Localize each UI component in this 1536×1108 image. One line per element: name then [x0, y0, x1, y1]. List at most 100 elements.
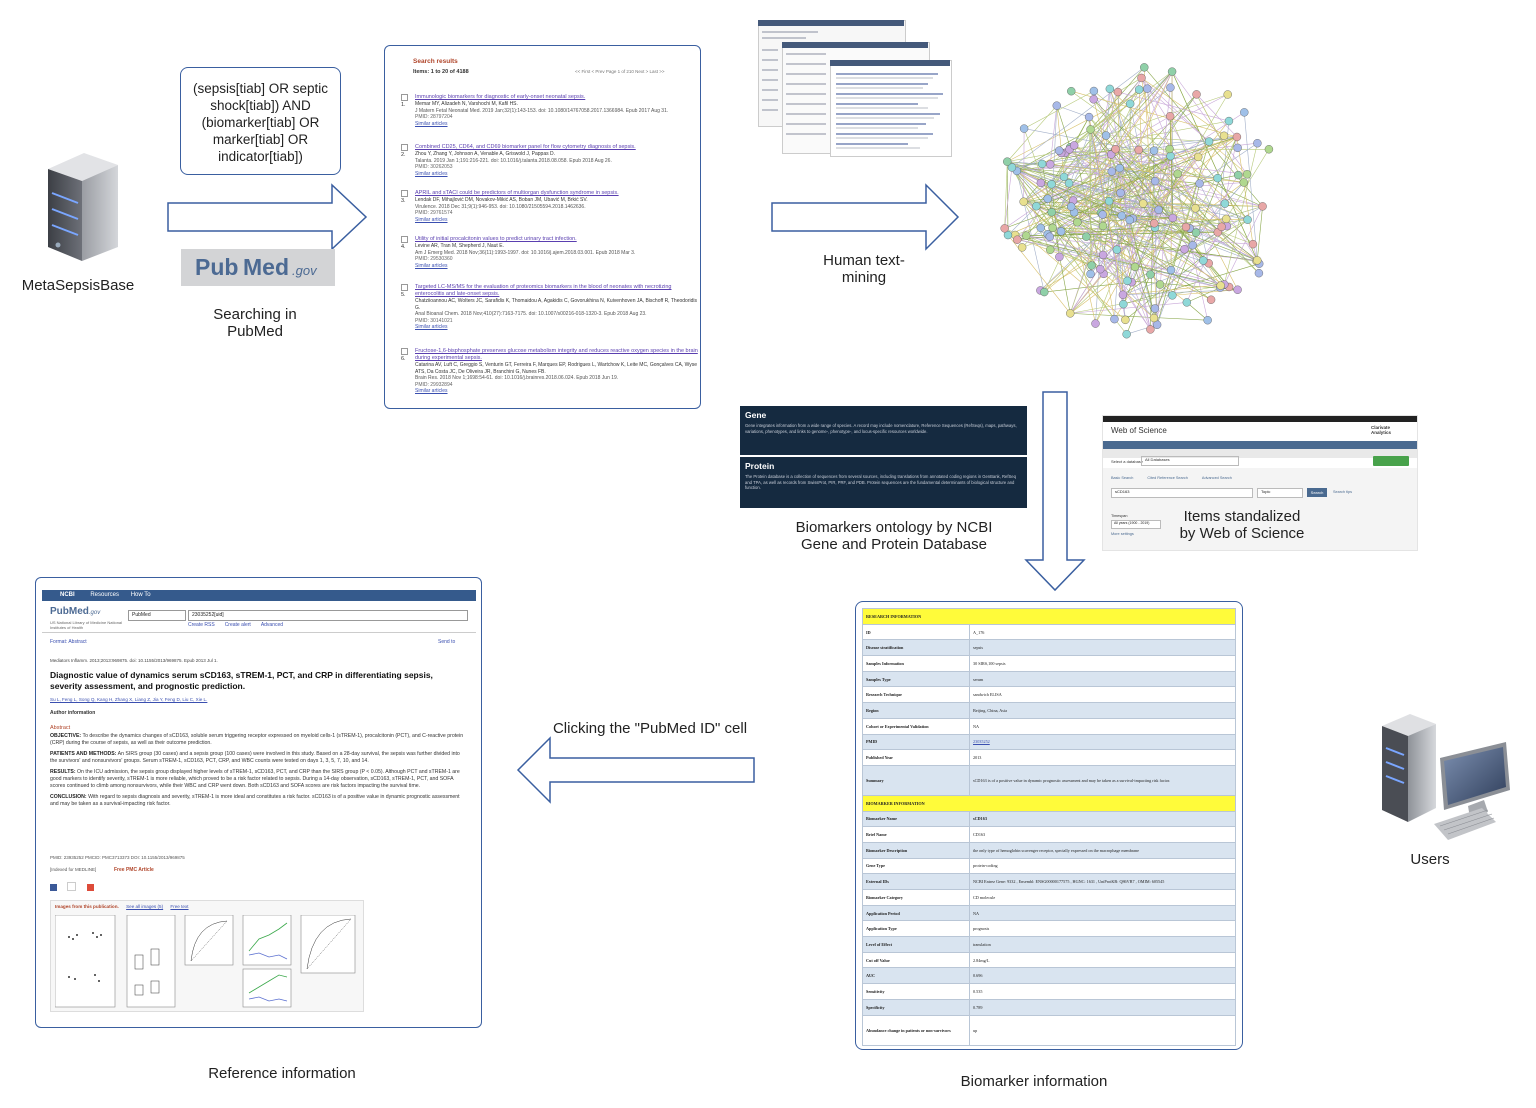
- result-item[interactable]: 3.APRIL and sTACI could be predictors of…: [415, 190, 700, 223]
- network-node: [1121, 316, 1129, 324]
- wos-timespan-label: Timespan: [1111, 514, 1128, 518]
- network-node: [1126, 100, 1134, 108]
- field-name: Biomarker Description: [863, 842, 970, 858]
- paper-stack-thumbnail: [758, 20, 954, 155]
- result-similar-link[interactable]: Similar articles: [415, 171, 700, 178]
- result-similar-link[interactable]: Similar articles: [415, 263, 700, 270]
- wos-more-settings[interactable]: More settings: [1111, 532, 1134, 536]
- result-similar-link[interactable]: Similar articles: [415, 324, 700, 331]
- wos-timespan-select[interactable]: All years (1900 - 2019): [1111, 520, 1161, 529]
- result-title[interactable]: Combined CD25, CD64, and CD69 biomarker …: [415, 144, 700, 151]
- googleplus-icon[interactable]: [87, 884, 94, 891]
- network-node: [1099, 211, 1107, 219]
- network-node: [1255, 269, 1263, 277]
- biomarker-info-panel: RESEARCH INFORMATIONIDA_176Disease strat…: [855, 601, 1243, 1050]
- result-similar-link[interactable]: Similar articles: [415, 388, 700, 395]
- field-name: External IDs: [863, 874, 970, 890]
- network-node: [1060, 173, 1068, 181]
- result-checkbox[interactable]: [401, 284, 408, 291]
- network-node: [1082, 233, 1090, 241]
- format-label[interactable]: Format: Abstract: [50, 639, 87, 645]
- pubmed-link[interactable]: Create alert: [225, 622, 251, 628]
- arrow-right-mining: [770, 183, 962, 251]
- network-node: [1253, 256, 1261, 264]
- free-pmc[interactable]: Free PMC Article: [114, 867, 154, 873]
- db-select[interactable]: PubMed: [128, 610, 186, 621]
- pubmed-link[interactable]: Advanced: [261, 622, 283, 628]
- network-edge: [1141, 78, 1209, 142]
- network-edge: [1070, 302, 1187, 313]
- result-checkbox[interactable]: [401, 190, 408, 197]
- network-node: [1214, 174, 1222, 182]
- share-icons[interactable]: [50, 878, 94, 896]
- result-item[interactable]: 5.Targeted LC-MS/MS for the evaluation o…: [415, 284, 700, 331]
- facebook-icon[interactable]: [50, 884, 57, 891]
- result-checkbox[interactable]: [401, 94, 408, 101]
- abstract-label: Abstract: [50, 725, 70, 731]
- network-node: [1105, 197, 1113, 205]
- article-ids: PMID: 23935252 PMCID: PMC3713373 DOI: 10…: [50, 855, 185, 860]
- result-similar-link[interactable]: Similar articles: [415, 217, 700, 224]
- network-node: [1217, 282, 1225, 290]
- wos-db-select[interactable]: All Databases: [1141, 456, 1239, 466]
- field-value: sCD163 is of a positive value in dynamic…: [970, 765, 1236, 795]
- result-title[interactable]: Utility of initial procalcitonin values …: [415, 236, 700, 243]
- field-value: 0.535: [970, 984, 1236, 1000]
- wos-green-badge: [1373, 456, 1409, 466]
- network-node: [1224, 90, 1232, 98]
- pubmed-link[interactable]: Create RSS: [188, 622, 215, 628]
- result-item[interactable]: 1.Immunologic biomarkers for diagnostic …: [415, 94, 700, 127]
- biomarker-caption: Biomarker information: [930, 1073, 1138, 1090]
- pmid-link[interactable]: 23035252: [970, 734, 1236, 750]
- wos-search-tips[interactable]: Search tips: [1333, 490, 1352, 494]
- field-value: CD molecule: [970, 890, 1236, 906]
- author-info[interactable]: Author information: [50, 710, 95, 716]
- network-node: [1020, 125, 1028, 133]
- wos-field-select[interactable]: Topic: [1257, 488, 1303, 498]
- network-node: [1169, 214, 1177, 222]
- pubmed-search-input[interactable]: 23035252[uid]: [188, 610, 468, 621]
- wos-tab[interactable]: Basic Search: [1111, 476, 1133, 480]
- field-name: Samples Information: [863, 656, 970, 672]
- result-title[interactable]: Immunologic biomarkers for diagnostic of…: [415, 94, 700, 101]
- result-title[interactable]: APRIL and sTACI could be predictors of m…: [415, 190, 700, 197]
- network-node: [1205, 138, 1213, 146]
- network-node: [1166, 84, 1174, 92]
- result-checkbox[interactable]: [401, 236, 408, 243]
- result-item[interactable]: 2.Combined CD25, CD64, and CD69 biomarke…: [415, 144, 700, 177]
- network-node: [1199, 257, 1207, 265]
- result-title[interactable]: Fructose-1,6-bisphosphate preserves gluc…: [415, 348, 700, 362]
- twitter-icon[interactable]: [67, 882, 76, 891]
- wos-search-input[interactable]: sCD163: [1111, 488, 1253, 498]
- network-edge: [1007, 162, 1008, 235]
- results-pager[interactable]: << First < Prev Page 1 of 210 Next > Las…: [575, 69, 665, 74]
- network-node: [1070, 141, 1078, 149]
- figure-thumbnails[interactable]: [55, 915, 360, 1009]
- field-name: Summary: [863, 765, 970, 795]
- field-value: protein-coding: [970, 858, 1236, 874]
- authors[interactable]: Su L, Feng L, Song Q, Kang H, Zhang X, L…: [50, 697, 207, 702]
- table-row: Biomarker NamesCD163: [863, 811, 1236, 827]
- network-node: [1143, 85, 1151, 93]
- wos-tab[interactable]: Advanced Search: [1202, 476, 1232, 480]
- network-node: [1249, 240, 1257, 248]
- field-value: 30 SIRS,100 sepsis: [970, 656, 1236, 672]
- result-checkbox[interactable]: [401, 144, 408, 151]
- result-similar-link[interactable]: Similar articles: [415, 121, 700, 128]
- network-node: [1156, 281, 1164, 289]
- result-number: 2.: [401, 152, 406, 158]
- network-node: [1096, 265, 1104, 273]
- network-node: [1137, 74, 1145, 82]
- result-checkbox[interactable]: [401, 348, 408, 355]
- send-to[interactable]: Send to: [438, 639, 455, 645]
- result-number: 6.: [401, 356, 406, 362]
- result-item[interactable]: 6.Fructose-1,6-bisphosphate preserves gl…: [415, 348, 700, 395]
- network-node: [1114, 88, 1122, 96]
- wos-search-button[interactable]: Search: [1307, 488, 1327, 497]
- result-item[interactable]: 4.Utility of initial procalcitonin value…: [415, 236, 700, 269]
- wos-tab[interactable]: Cited Reference Search: [1147, 476, 1188, 480]
- result-title[interactable]: Targeted LC-MS/MS for the evaluation of …: [415, 284, 700, 298]
- table-row: Samples Typeserum: [863, 671, 1236, 687]
- field-value: A_176: [970, 624, 1236, 640]
